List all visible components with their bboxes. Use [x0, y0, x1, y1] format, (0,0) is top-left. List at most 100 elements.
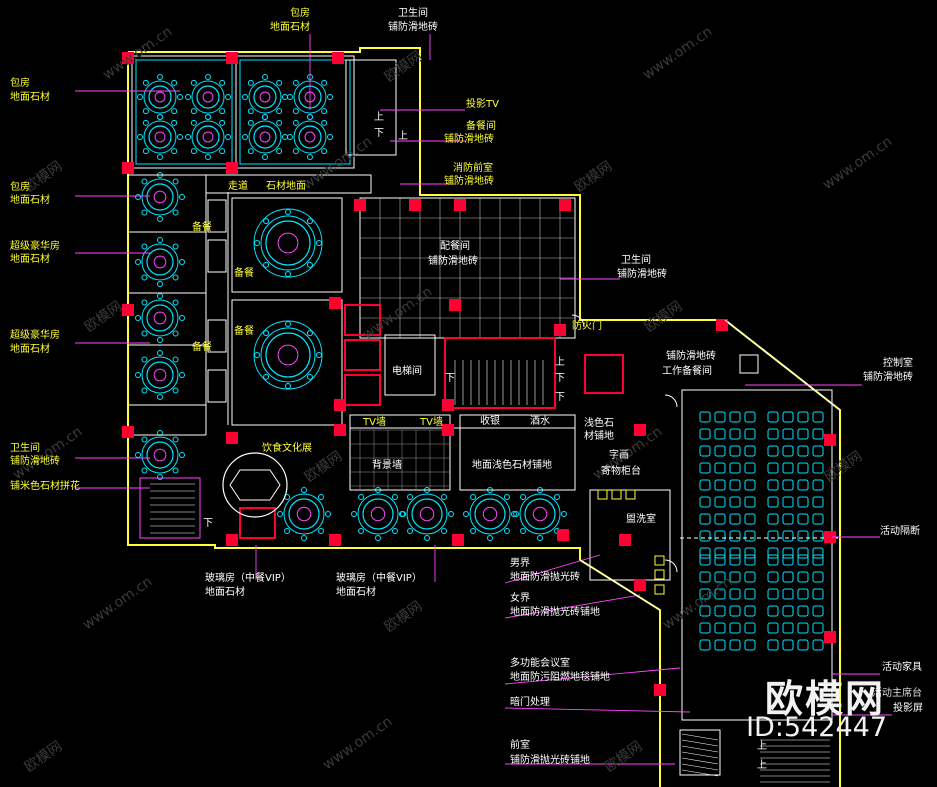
audience-chair	[744, 554, 756, 566]
stair-step	[681, 763, 719, 771]
table-top-2-chair	[137, 134, 143, 140]
structural-column	[554, 324, 566, 336]
vip-table-2-chair	[407, 527, 414, 534]
vip-table-1-chair	[358, 527, 365, 534]
table-left-0-center	[153, 190, 167, 204]
table-top-3-chair	[190, 148, 197, 155]
audience-chair	[797, 496, 809, 508]
label-pantry-floor: 铺防滑地砖	[444, 134, 494, 145]
table-top-4-chair	[276, 108, 283, 115]
conference-room	[681, 389, 833, 721]
label-movable-partition: 活动隔断	[880, 526, 920, 537]
serving-station	[207, 199, 227, 233]
room-label-i5: 备餐	[192, 222, 212, 233]
audience-chair	[744, 639, 756, 651]
structural-column	[824, 434, 836, 446]
audience-chair	[782, 513, 794, 525]
structural-column	[409, 199, 421, 211]
structural-column	[557, 529, 569, 541]
label-anteroom-floor: 铺防滑抛光砖铺地	[510, 755, 590, 766]
elevator-sw	[239, 507, 276, 539]
label-hidden-door: 暗门处理	[510, 697, 550, 708]
table-top-2-chair	[171, 148, 178, 155]
room-label-i33: 上	[757, 741, 767, 752]
vip-table-4-chair	[520, 527, 527, 534]
audience-chair	[797, 588, 809, 600]
audience-chair	[729, 588, 741, 600]
table-top-6-chair	[276, 119, 283, 126]
structural-column	[332, 52, 344, 64]
table-left-4-chair	[157, 474, 163, 480]
table-top-3-chair	[185, 134, 191, 140]
table-left-4-chair	[179, 452, 185, 458]
label-private-room-1-floor: 地面石材	[10, 92, 50, 103]
audience-chair	[744, 530, 756, 542]
room-label-i2: 石材地面	[266, 181, 306, 192]
room-label-i13: 饮食文化展	[262, 443, 312, 454]
table-left-3-chair	[141, 356, 148, 363]
vip-table-3	[474, 498, 506, 530]
vip-table-4-chair	[561, 511, 567, 517]
banquet-table-1-chair	[306, 330, 313, 337]
audience-chair	[797, 479, 809, 491]
audience-chair	[782, 479, 794, 491]
table-left-4-chair	[172, 467, 179, 474]
audience-chair	[782, 445, 794, 457]
stair-step	[681, 739, 719, 747]
table-top-7-chairs	[293, 120, 327, 154]
audience-chair	[797, 622, 809, 634]
table-top-1-chairs	[191, 80, 225, 114]
audience-chair	[744, 622, 756, 634]
label-fire-lobby-floor: 铺防滑地砖	[444, 176, 494, 187]
vip-table-1-chair	[391, 527, 398, 534]
table-left-4-chair	[172, 436, 179, 443]
room-label-i6: 备餐	[234, 268, 254, 279]
stair-step	[681, 751, 719, 759]
toilet-fixture	[597, 489, 608, 500]
banquet-table-1-chair	[285, 383, 291, 389]
table-left-1-chairs	[141, 243, 179, 281]
label-pantry: 备餐间	[466, 121, 496, 132]
table-top-4-chairs	[248, 80, 282, 114]
audience-chair	[797, 513, 809, 525]
table-left-4-chair	[135, 452, 141, 458]
table-top-7-chair	[307, 154, 313, 160]
toilet-fixture	[654, 584, 665, 595]
audience-chair	[812, 479, 824, 491]
structural-column	[716, 319, 728, 331]
label-glass-room-2: 玻璃房（中餐VIP）	[336, 573, 422, 584]
audience-chair	[812, 513, 824, 525]
leader-line	[504, 667, 681, 685]
table-left-0-chair	[172, 178, 179, 185]
room-label-i1: 走道	[228, 181, 248, 192]
table-left-2-center	[153, 311, 167, 325]
vip-table-0-chair	[301, 487, 307, 493]
vip-table-1	[362, 498, 394, 530]
stairwell	[444, 337, 556, 409]
banquet-table-1-chair	[263, 330, 270, 337]
structural-column	[122, 304, 134, 316]
table-top-6-chair	[247, 148, 254, 155]
banquet-table-0-chair	[306, 261, 313, 268]
vip-table-3-chair	[487, 535, 493, 541]
table-top-5-chair	[321, 79, 328, 86]
audience-chair	[812, 554, 824, 566]
audience-chair	[797, 462, 809, 474]
audience-chair	[714, 571, 726, 583]
vip-table-4-center	[532, 506, 548, 522]
table-left-2-chair	[172, 330, 179, 337]
room-label-i34: 上	[757, 760, 767, 771]
table-left-2-chair	[141, 330, 148, 337]
vip-table-3-chair	[503, 494, 510, 501]
vip-table-0-chair	[325, 511, 331, 517]
label-restroom-left-floor: 铺防滑地砖	[10, 456, 60, 467]
room-label-i30: 下	[555, 392, 565, 403]
table-left-3-chair	[157, 350, 163, 356]
audience-chair	[812, 496, 824, 508]
banquet-table-0-chair	[254, 240, 260, 246]
table-left-0-chair	[179, 194, 185, 200]
table-left-3-chair	[172, 387, 179, 394]
stair-step	[681, 769, 719, 777]
label-luxury-room-2-floor: 地面石材	[10, 344, 50, 355]
audience-chair	[767, 530, 779, 542]
